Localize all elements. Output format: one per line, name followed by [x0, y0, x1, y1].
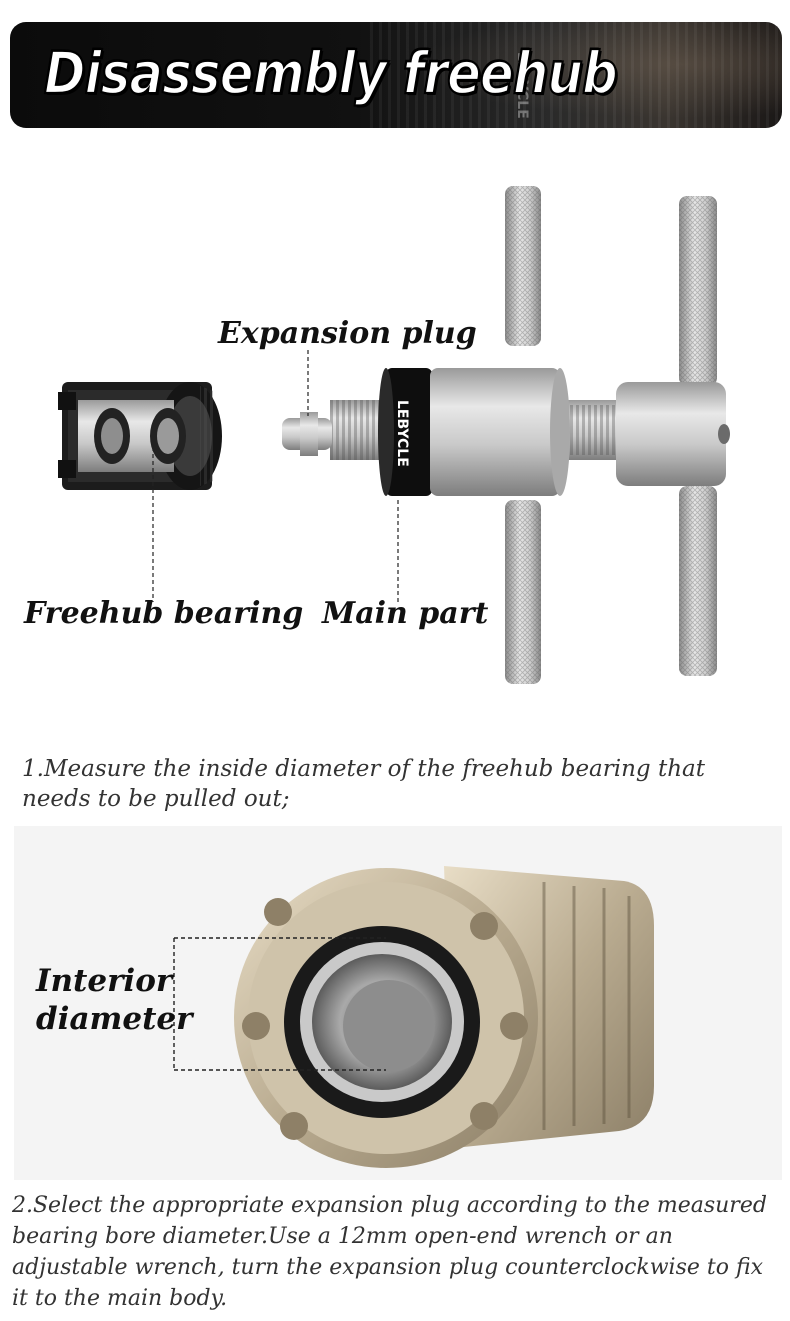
- label-expansion-plug: Expansion plug: [218, 316, 477, 351]
- label-interior-line2: diameter: [36, 1001, 193, 1037]
- freehub-photo: Interior diameter: [14, 826, 782, 1180]
- step-2-text: 2.Select the appropriate expansion plug …: [12, 1193, 767, 1311]
- header-banner: LEBYCLE Disassembly freehub: [10, 22, 782, 128]
- step-1-text: 1.Measure the inside diameter of the fre…: [22, 756, 705, 812]
- main-part-body: LEBYCLE: [378, 368, 570, 496]
- freehub-illustration: [173, 866, 654, 1168]
- page-title: Disassembly freehub: [43, 39, 619, 108]
- right-nut: [616, 382, 730, 486]
- label-main-part: Main part: [322, 596, 489, 631]
- left-handle: [505, 186, 541, 684]
- tool-figure: LEBYCLE Expansion plug Freehub bearing M…: [0, 150, 790, 710]
- label-freehub-bearing: Freehub bearing: [24, 596, 304, 631]
- right-handle: [679, 196, 717, 676]
- expansion-plug-part: [282, 412, 332, 456]
- tool-brand-mark: LEBYCLE: [394, 400, 410, 467]
- freehub-bearing-part: [58, 382, 222, 490]
- banner-background-photo: [370, 22, 782, 128]
- tool-illustration: LEBYCLE: [58, 186, 730, 684]
- label-interior-diameter: Interior diameter: [36, 962, 192, 1038]
- label-interior-line1: Interior: [36, 963, 173, 999]
